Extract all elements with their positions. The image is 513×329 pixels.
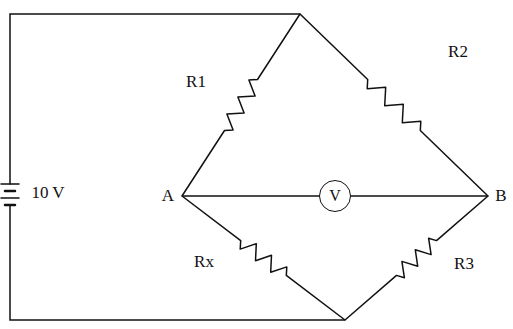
supply-wire bbox=[10, 205, 345, 320]
voltage-label: 10 V bbox=[29, 184, 66, 203]
node-label: A bbox=[160, 187, 176, 206]
resistor-label: Rx bbox=[192, 253, 216, 272]
node-label: B bbox=[493, 187, 508, 206]
voltmeter-circle: V bbox=[319, 180, 351, 212]
resistor-label: R3 bbox=[452, 255, 476, 274]
battery-plate bbox=[1, 197, 19, 199]
resistor-symbol bbox=[345, 196, 488, 320]
resistor-symbol bbox=[300, 14, 488, 196]
resistor-symbol bbox=[182, 196, 345, 320]
battery-plate bbox=[5, 190, 15, 193]
meter-symbol: V bbox=[329, 188, 341, 204]
battery-plate bbox=[5, 204, 15, 207]
resistor-symbol bbox=[182, 14, 300, 196]
resistor-label: R2 bbox=[446, 43, 470, 62]
battery-plate bbox=[1, 183, 19, 185]
resistor-label: R1 bbox=[184, 73, 208, 92]
supply-wire bbox=[10, 14, 300, 184]
